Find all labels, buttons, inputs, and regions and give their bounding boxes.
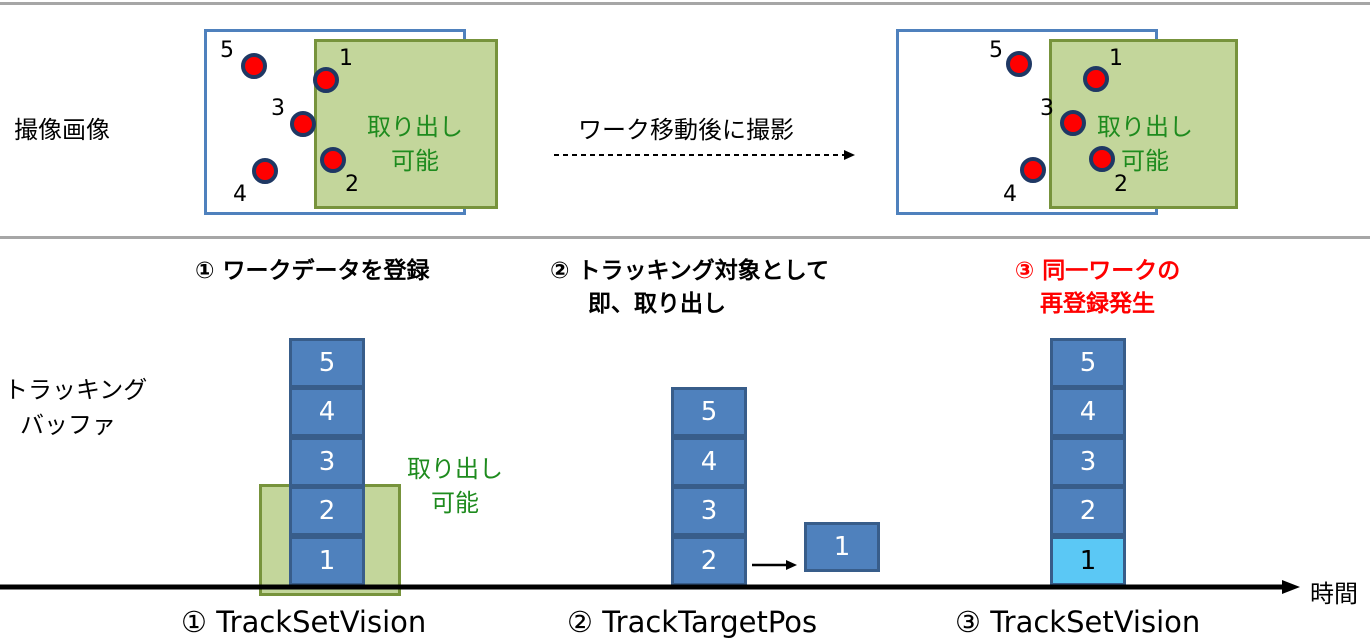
pickable-label-1: 取り出し可能 [367,113,463,175]
buffer-cell-2: 2 [1050,486,1126,537]
dashed-arrow [554,150,855,160]
point-label-1: 1 [1109,46,1123,71]
buffer-cell-2: 2 [671,535,747,586]
point-label-2: 2 [345,172,359,197]
divider-middle [0,236,1370,239]
buffer-cell-5: 5 [1050,338,1126,388]
work-point-3 [290,111,316,137]
point-label-5: 5 [220,38,234,63]
point-label-3: 3 [271,96,285,121]
remove-arrow [752,560,797,570]
point-label-4: 4 [1003,182,1017,207]
point-label-3: 3 [1040,96,1054,121]
pickable-label-2: 取り出し可能 [1097,113,1193,175]
buffer-cell-5: 5 [289,338,365,388]
buffer-cell-1: 1 [1050,535,1126,586]
pickable-label-buffer: 取り出し可能 [407,455,503,517]
removed-cell: 1 [804,522,880,572]
point-label-1: 1 [339,46,353,71]
work-point-2 [1089,146,1115,172]
buffer-cell-4: 4 [1050,387,1126,438]
pickable-zone-1 [314,39,498,209]
work-point-1 [1083,66,1109,92]
call-label-1: ① TrackSetVision [181,605,427,639]
work-point-5 [1006,51,1032,77]
buffer-cell-4: 4 [671,436,747,487]
step-3-caption: ③ 同一ワークの再登録発生 [1014,258,1181,317]
move-caption: ワーク移動後に撮影 [578,116,794,144]
buffer-cell-5: 5 [671,387,747,438]
work-point-4 [252,158,278,184]
pickable-zone-2 [1049,39,1238,209]
point-label-2: 2 [1114,172,1128,197]
captured-image-label: 撮像画像 [14,116,110,144]
step-1-caption: ① ワークデータを登録 [195,258,430,284]
time-label: 時間 [1310,580,1358,608]
point-label-4: 4 [233,182,247,207]
point-label-5: 5 [989,38,1003,63]
call-label-2: ② TrackTargetPos [567,605,818,639]
work-point-5 [241,53,267,79]
work-point-1 [313,67,339,93]
buffer-cell-1: 1 [289,535,365,586]
buffer-cell-3: 3 [1050,436,1126,487]
work-point-3 [1060,110,1086,136]
buffer-label-2: バッファ [20,411,116,439]
buffer-cell-3: 3 [289,436,365,487]
step-2-caption: ② トラッキング対象として即、取り出し [550,258,830,317]
buffer-cell-2: 2 [289,486,365,537]
time-axis [0,580,1300,594]
buffer-label-1: トラッキング [4,376,148,404]
work-point-2 [320,147,346,173]
buffer-cell-4: 4 [289,387,365,438]
call-label-3: ③ TrackSetVision [955,605,1201,639]
buffer-cell-3: 3 [671,486,747,537]
divider-top [0,2,1370,5]
work-point-4 [1020,157,1046,183]
